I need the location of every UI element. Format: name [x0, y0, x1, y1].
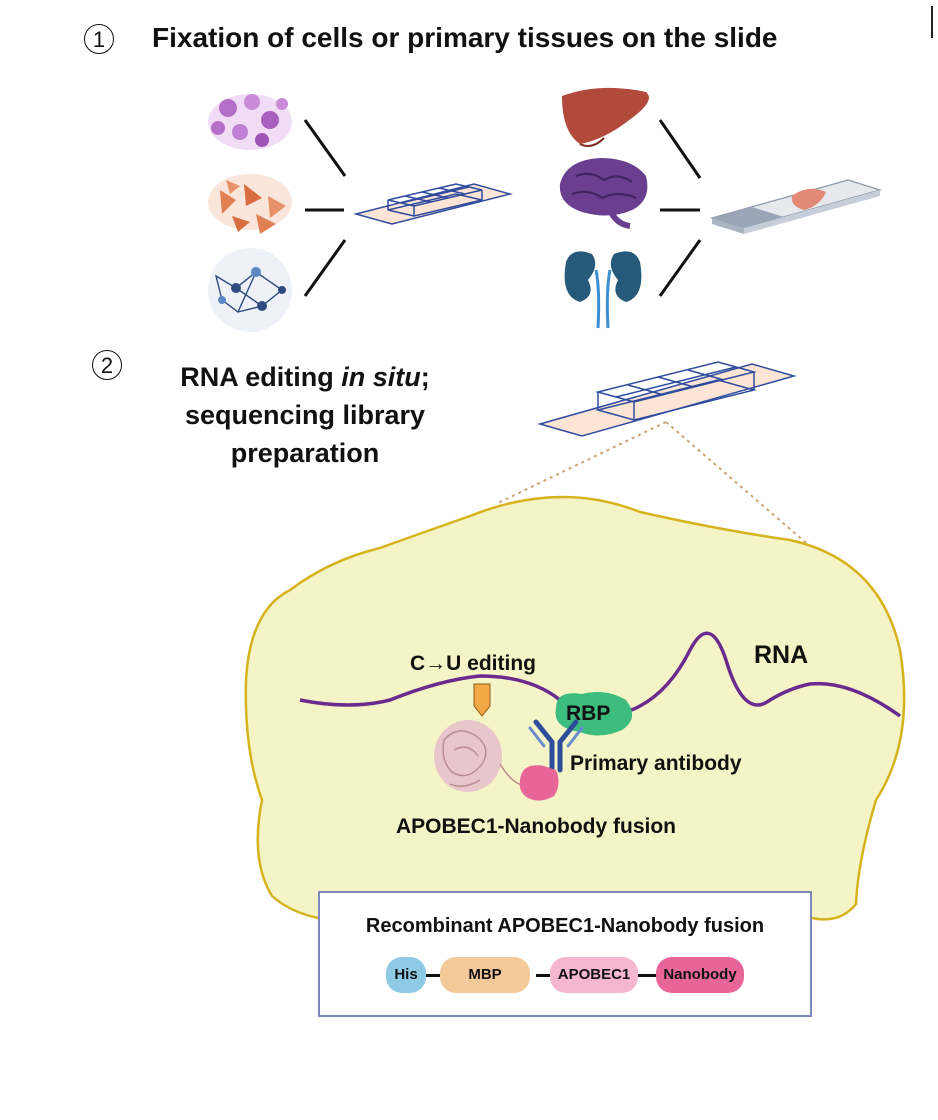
step-2-title-line3: preparation: [230, 438, 380, 468]
cultured-cells-purple-icon: [208, 94, 292, 150]
brain-icon: [559, 158, 648, 229]
edge-marker: [931, 6, 933, 38]
step-2-number: 2: [92, 350, 122, 380]
chamber-slide-large-icon: [537, 361, 797, 437]
step-2-title: RNA editing in situ; sequencing library …: [150, 358, 460, 472]
nanobody-domain: Nanobody: [656, 957, 744, 993]
construct-panel: Recombinant APOBEC1-Nanobody fusion His …: [318, 891, 812, 1017]
step-2-title-italic: in situ: [341, 362, 421, 392]
step-1-number: 1: [84, 24, 114, 54]
nanobody-icon: [519, 765, 559, 801]
cell-connector-lines: [303, 119, 347, 297]
kidney-icon: [564, 251, 642, 329]
apobec1-domain: APOBEC1: [550, 957, 638, 993]
chamber-slide-icon: [353, 183, 513, 225]
mbp-domain: MBP: [440, 957, 530, 993]
linker-3: [638, 974, 656, 977]
editing-label: C→U editing: [410, 652, 536, 675]
his-tag-domain: His: [386, 957, 426, 993]
step-2-title-part1: RNA editing: [180, 362, 342, 392]
rna-label: RNA: [754, 641, 808, 669]
antibody-label: Primary antibody: [570, 752, 742, 775]
linker-1: [426, 974, 440, 977]
tissue-slide-icon: [709, 179, 883, 234]
step-1-title: Fixation of cells or primary tissues on …: [152, 22, 778, 53]
editing-site-marker: [473, 683, 491, 717]
linker-2: [536, 974, 550, 977]
construct-title: Recombinant APOBEC1-Nanobody fusion: [365, 915, 765, 937]
rbp-label: RBP: [566, 702, 610, 725]
neuron-network-icon: [208, 248, 292, 332]
primary-antibody-icon: [528, 719, 584, 773]
rna-strand: [299, 631, 902, 718]
fusion-label: APOBEC1-Nanobody fusion: [396, 815, 676, 838]
tissue-connector-lines: [658, 119, 702, 297]
step-2-title-line2: sequencing library: [184, 400, 426, 430]
liver-icon: [562, 87, 649, 147]
cultured-cells-orange-icon: [208, 174, 292, 234]
step-2-title-part2: ;: [420, 362, 430, 392]
